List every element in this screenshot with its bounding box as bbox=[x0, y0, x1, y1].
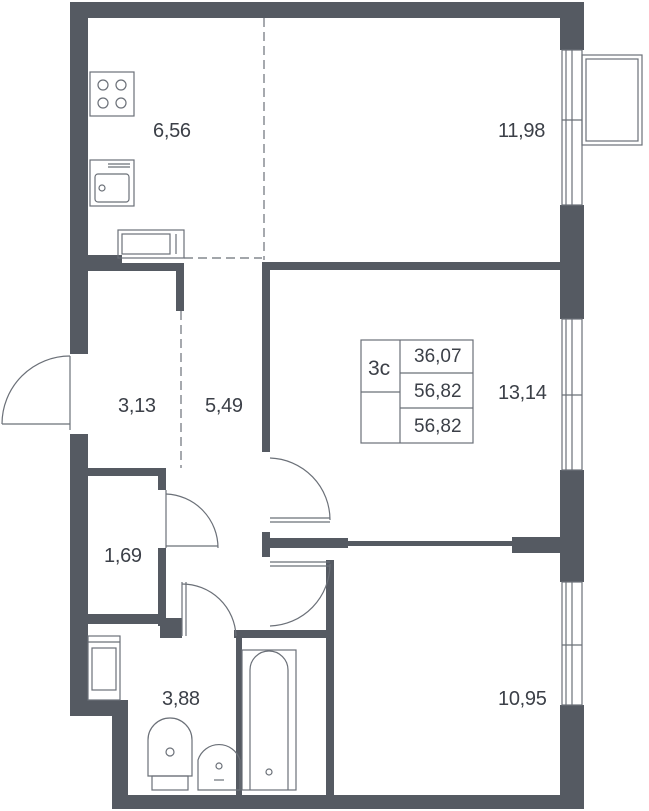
balcony-inner bbox=[585, 58, 639, 142]
wall-bath-top bbox=[234, 630, 332, 638]
wall-hall-top bbox=[88, 263, 184, 271]
window-3 bbox=[561, 581, 583, 706]
toilet-icon bbox=[147, 717, 193, 791]
room-area-bedroom2: 10,95 bbox=[498, 688, 547, 710]
total-area: 56,82 bbox=[414, 381, 462, 402]
wall-wc-corner bbox=[160, 618, 182, 638]
room-area-bedroom1: 13,14 bbox=[498, 382, 547, 404]
wall-top bbox=[70, 2, 564, 18]
fixtures bbox=[1, 18, 643, 791]
wall-wc-post bbox=[158, 468, 166, 490]
washbasin-icon bbox=[197, 744, 241, 791]
wall-right-1 bbox=[560, 2, 584, 50]
washing-machine-icon bbox=[87, 635, 121, 701]
kitchen-sink-icon bbox=[89, 159, 135, 207]
wall-bedroom1-top bbox=[262, 262, 564, 270]
bathroom-door bbox=[181, 582, 237, 637]
wall-hall-post bbox=[176, 263, 184, 311]
wall-wc-top bbox=[80, 468, 166, 476]
room-area-wc: 1,69 bbox=[104, 545, 142, 567]
room-area-kitchen: 6,56 bbox=[153, 120, 191, 142]
wall-bottom bbox=[112, 795, 582, 809]
room-area-hall: 3,13 bbox=[118, 395, 156, 417]
walls bbox=[70, 2, 584, 809]
wall-right-3 bbox=[560, 470, 584, 582]
wall-wc-bottom bbox=[80, 614, 164, 624]
living-area: 36,07 bbox=[414, 346, 462, 367]
window-2 bbox=[561, 318, 583, 471]
wall-between-bedrooms-b bbox=[348, 541, 512, 546]
apartment-type: 3с bbox=[368, 357, 391, 380]
bathtub-icon bbox=[241, 649, 297, 791]
wall-left-upper bbox=[70, 2, 88, 354]
wc-door bbox=[165, 490, 219, 549]
bedroom1-door bbox=[269, 457, 331, 523]
wall-wc-right bbox=[158, 548, 166, 626]
area-summary-box bbox=[360, 339, 474, 444]
window-1 bbox=[561, 49, 583, 206]
wall-kitchen-stub bbox=[88, 255, 122, 265]
entrance-door bbox=[1, 355, 71, 430]
room-area-bathroom: 3,88 bbox=[162, 688, 200, 710]
wall-bath-right bbox=[326, 560, 334, 800]
bedroom2-door bbox=[269, 561, 331, 627]
room-area-corridor: 5,49 bbox=[205, 395, 243, 417]
wall-bath-inner bbox=[236, 636, 242, 800]
wall-between-bedrooms-c bbox=[512, 537, 562, 553]
balcony bbox=[581, 54, 643, 146]
wall-left-lower bbox=[70, 434, 88, 716]
wall-between-bedrooms-a bbox=[262, 538, 348, 548]
room-area-living: 11,98 bbox=[498, 120, 546, 142]
counter-icon bbox=[117, 229, 185, 259]
wall-bedroom1-left bbox=[262, 262, 270, 452]
stove-icon bbox=[89, 71, 135, 117]
wall-right-4 bbox=[560, 705, 584, 809]
total-area-balcony: 56,82 bbox=[414, 416, 462, 437]
wall-left-bottom bbox=[112, 700, 128, 808]
